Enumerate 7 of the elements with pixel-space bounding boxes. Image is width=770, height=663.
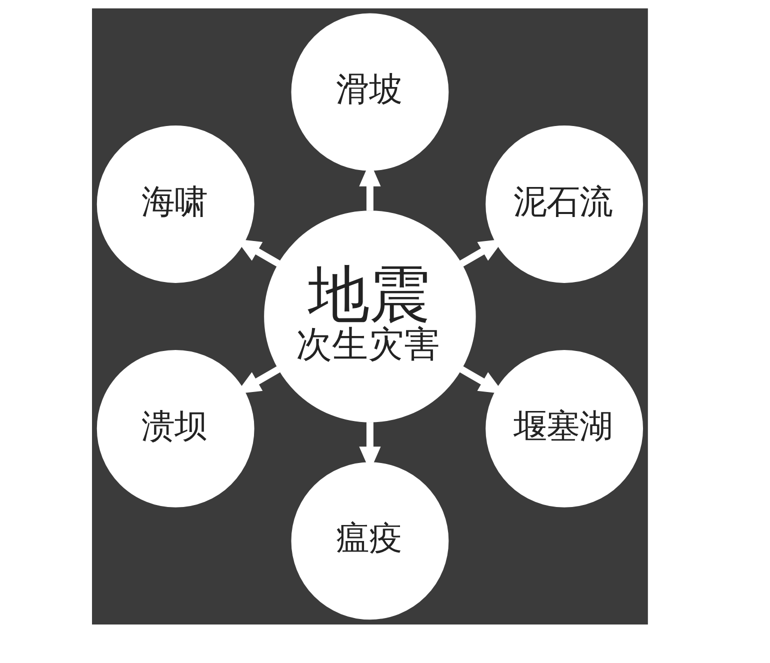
node-circle: 泥石流 xyxy=(486,126,644,283)
node-circle: 堰塞湖 xyxy=(486,350,644,508)
node-circle: 滑坡 xyxy=(291,13,449,171)
node-circle: 地震 次生灾害 xyxy=(264,210,476,422)
node-circle: 溃坝 xyxy=(96,350,254,508)
node-circle: 瘟疫 xyxy=(291,462,449,620)
node-circle: 海啸 xyxy=(96,126,254,283)
